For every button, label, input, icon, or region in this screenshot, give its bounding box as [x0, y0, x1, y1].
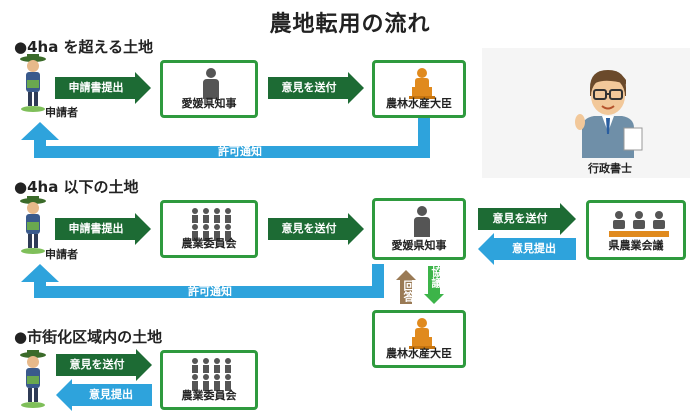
arrow-send-opinion: 意見を送付: [268, 72, 364, 104]
permit-notice-label: 許可通知: [218, 145, 262, 158]
node-agri-committee: 農業委員会: [160, 350, 258, 410]
node-label: 県農業会議: [608, 239, 664, 252]
permit-arrow-head: [21, 264, 59, 282]
node-label: 愛媛県知事: [181, 97, 237, 110]
arrow-label: 申請書提出: [68, 222, 124, 235]
arrow-opinion-submit: 意見提出: [56, 379, 152, 411]
page-title: 農地転用の流れ: [269, 12, 431, 37]
node-label: 農業委員会: [181, 237, 237, 250]
official-icon: [414, 206, 430, 237]
node-agri-committee: 農業委員会: [160, 200, 258, 258]
node-label: 農林水産大臣: [386, 97, 452, 110]
arrow-send-opinion: 意見を送付: [268, 213, 364, 245]
official-icon: [203, 68, 219, 99]
permit-loop-bar: [34, 286, 384, 298]
farmer-icon: [20, 54, 46, 112]
council-icon: [609, 211, 669, 237]
node-label: 農林水産大臣: [386, 347, 452, 360]
scrivener-label: 行政書士: [588, 162, 632, 175]
farmer-icon: [20, 196, 46, 254]
arrow-label: 意見を送付: [492, 212, 548, 225]
node-label: 農業委員会: [181, 389, 237, 402]
consult-arrow-head: [424, 294, 444, 304]
reply-arrow-head: [396, 270, 416, 280]
node-ehime-governor: 愛媛県知事: [372, 198, 466, 260]
applicant-label: 申請者: [45, 248, 78, 261]
minister-icon: [409, 318, 435, 349]
permit-notice-label: 許可通知: [188, 285, 232, 298]
arrow-opinion-submit-council: 意見提出: [478, 233, 576, 265]
section-heading-under-4ha: ●4ha 以下の土地: [14, 178, 139, 196]
arrow-label: 意見を送付: [281, 81, 337, 94]
section-heading-over-4ha: ●4ha を超える土地: [14, 38, 154, 56]
consult-arrow: [428, 266, 440, 294]
permit-loop-down: [34, 280, 46, 290]
arrow-label: 意見提出: [512, 242, 556, 255]
arrow-label: 意見提出: [89, 388, 133, 401]
permit-loop-bar: [34, 146, 430, 158]
arrow-send-opinion: 意見を送付: [56, 349, 152, 381]
arrow-label: 意見を送付: [69, 358, 125, 371]
node-minister: 農林水産大臣: [372, 310, 466, 368]
applicant-label: 申請者: [45, 106, 78, 119]
node-label: 愛媛県知事: [391, 239, 447, 252]
consult-label: 協議: [430, 266, 443, 288]
node-ehime-governor: 愛媛県知事: [160, 60, 258, 118]
arrow-apply-submit: 申請書提出: [55, 72, 151, 104]
node-prefecture-council: 県農業会議: [586, 200, 686, 260]
farmer-icon: [20, 350, 46, 408]
minister-icon: [409, 68, 435, 99]
arrow-label: 申請書提出: [68, 81, 124, 94]
reply-arrow: [400, 280, 412, 304]
scrivener-icon: [575, 70, 643, 158]
permit-arrow-head: [21, 122, 59, 140]
arrow-label: 意見を送付: [281, 222, 337, 235]
permit-loop-down: [34, 138, 46, 150]
committee-icon: [192, 358, 231, 391]
arrow-send-opinion-council: 意見を送付: [478, 203, 576, 235]
node-minister: 農林水産大臣: [372, 60, 466, 118]
reply-label: 回答: [402, 280, 415, 302]
section-heading-urbanization: ●市街化区域内の土地: [14, 328, 163, 346]
committee-icon: [192, 208, 231, 241]
arrow-apply-submit: 申請書提出: [55, 213, 151, 245]
